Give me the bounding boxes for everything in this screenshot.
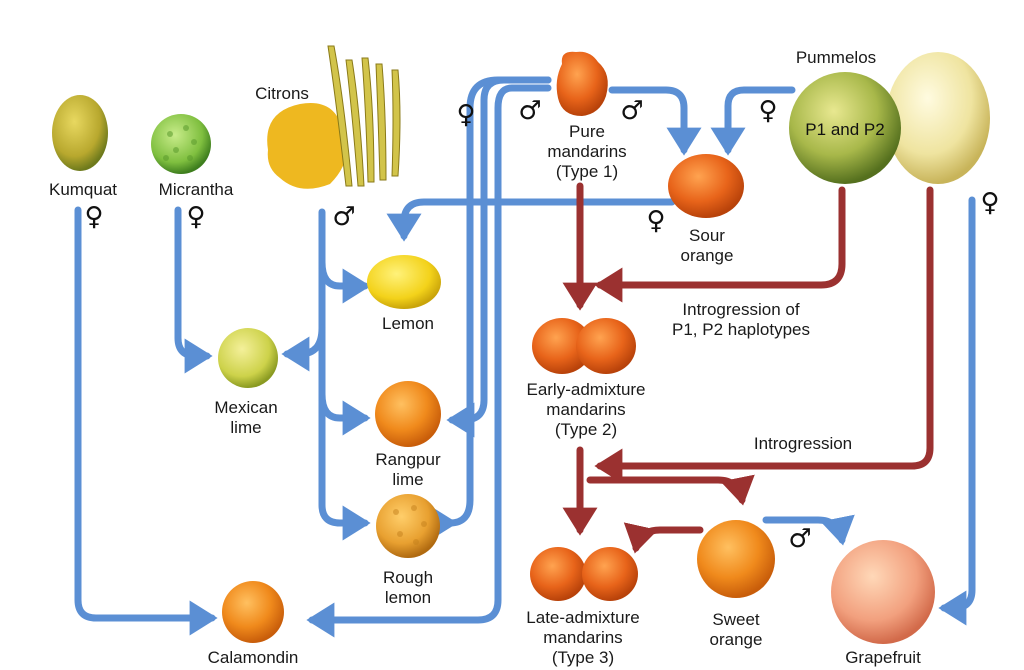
- micrantha-female-symbol: ♀: [186, 202, 206, 232]
- arrow-pummelo-to-grapefruit: [938, 196, 976, 626]
- kumquat-female-symbol: ♀: [84, 202, 104, 232]
- pure-mandarin-fruit: [556, 51, 608, 116]
- pummelo-female-symbol: ♀: [758, 96, 778, 126]
- arrow-early-to-sweet-orange: [586, 474, 755, 506]
- micrantha-label: Micrantha: [158, 180, 234, 199]
- sweet-orange-male-symbol: ♂: [788, 524, 812, 554]
- lemon-label: Lemon: [382, 314, 434, 333]
- mandarin-male-symbol-left: ♂: [518, 96, 542, 126]
- rough-lemon-fruit: [376, 494, 440, 558]
- arrow-citron-to-rangpur: [318, 390, 371, 436]
- grapefruit-fruit: [831, 540, 935, 644]
- rough-lemon-line-2: lemon: [384, 588, 432, 607]
- arrow-pummelo-to-sour-orange: [710, 86, 796, 156]
- arrow-sweet-orange-to-late-mandarins: [623, 522, 704, 554]
- mandarin-male-symbol-right: ♂: [620, 96, 644, 126]
- pummelo-to-grapefruit-female-symbol: ♀: [980, 188, 1000, 218]
- citron-fruit: [267, 45, 401, 189]
- sour-orange-label: Sour orange: [681, 226, 734, 266]
- sour-orange-line-1: Sour: [689, 226, 725, 245]
- introgression-p-line-2: P1, P2 haplotypes: [672, 320, 810, 339]
- late-admixture-line-2: mandarins: [543, 628, 623, 647]
- pure-mandarins-line-1: Pure: [569, 122, 605, 141]
- rangpur-lime-fruit: [375, 381, 441, 447]
- rough-lemon-label: Rough lemon: [383, 568, 433, 608]
- pummelos-label: Pummelos: [795, 48, 877, 67]
- sweet-orange-fruit: [697, 520, 775, 598]
- arrow-introgression: [594, 186, 934, 484]
- rangpur-lime-line-1: Rangpur: [375, 450, 441, 469]
- sweet-orange-line-2: orange: [709, 630, 763, 649]
- introgression-label: Introgression: [753, 434, 853, 453]
- kumquat-fruit: [52, 95, 108, 171]
- late-admixture-line-3: (Type 3): [551, 648, 615, 667]
- late-admixture-label: Late-admixture mandarins (Type 3): [526, 608, 639, 668]
- early-admixture-label: Early-admixture mandarins (Type 2): [526, 380, 645, 440]
- kumquat-label: Kumquat: [48, 180, 118, 199]
- arrow-mandarin-to-calamondin: [306, 84, 552, 638]
- pure-mandarins-line-2: mandarins: [547, 142, 627, 161]
- sour-orange-female-symbol: ♀: [646, 206, 666, 236]
- grapefruit-label: Grapefruit: [845, 648, 921, 667]
- arrow-sweet-orange-to-grapefruit: [762, 514, 855, 546]
- arrow-citron-to-mexican-lime: [281, 324, 326, 372]
- introgression-arrows: [562, 182, 934, 554]
- pummelo-p1-p2-label: P1 and P2: [805, 120, 885, 139]
- early-admixture-line-3: (Type 2): [554, 420, 618, 439]
- introgression-p-line-1: Introgression of: [682, 300, 800, 319]
- rangpur-lime-label: Rangpur lime: [375, 450, 440, 490]
- micrantha-fruit: [151, 114, 211, 174]
- mexican-lime-label: Mexican lime: [214, 398, 277, 438]
- arrow-kumquat-to-calamondin: [74, 206, 218, 636]
- lemon-fruit: [367, 255, 441, 309]
- early-admixture-line-1: Early-admixture: [526, 380, 646, 399]
- mexican-lime-line-2: lime: [230, 418, 262, 437]
- early-admixture-line-2: mandarins: [546, 400, 626, 419]
- arrow-p1p2-introgression: [594, 186, 846, 303]
- arrow-mandarin-to-sour-orange: [608, 86, 702, 156]
- introgression-p1-p2-label: Introgression of P1, P2 haplotypes: [672, 300, 810, 340]
- calamondin-fruit: [222, 581, 284, 643]
- citrons-label: Citrons: [255, 84, 309, 103]
- arrow-citron-trunk: [318, 208, 371, 541]
- pure-mandarins-line-3: (Type 1): [555, 162, 619, 181]
- arrow-mandarin-to-rough-lemon: [429, 76, 552, 541]
- maternal-arrows: [74, 76, 976, 638]
- pummelo-fruits: [789, 52, 990, 184]
- pure-mandarins-label: Pure mandarins (Type 1): [547, 122, 626, 182]
- arrow-sour-orange-to-lemon: [386, 198, 676, 242]
- arrow-micrantha-to-mexican-lime: [174, 206, 213, 374]
- rough-lemon-line-1: Rough: [382, 568, 434, 587]
- mexican-lime-fruit: [218, 328, 278, 388]
- early-admixture-mandarin-fruits: [532, 318, 636, 374]
- sweet-orange-line-1: Sweet: [712, 610, 760, 629]
- rangpur-lime-line-2: lime: [392, 470, 424, 489]
- sour-orange-line-2: orange: [680, 246, 734, 265]
- citron-male-symbol: ♂: [332, 202, 356, 232]
- late-admixture-mandarin-fruits: [530, 547, 638, 601]
- calamondin-label: Calamondin: [207, 648, 299, 667]
- sour-orange-fruit: [668, 154, 744, 218]
- arrow-citron-to-lemon: [318, 258, 371, 304]
- mandarin-female-symbol: ♀: [456, 100, 476, 130]
- late-admixture-line-1: Late-admixture: [526, 608, 640, 627]
- sweet-orange-label: Sweet orange: [710, 610, 763, 650]
- mexican-lime-line-1: Mexican: [214, 398, 278, 417]
